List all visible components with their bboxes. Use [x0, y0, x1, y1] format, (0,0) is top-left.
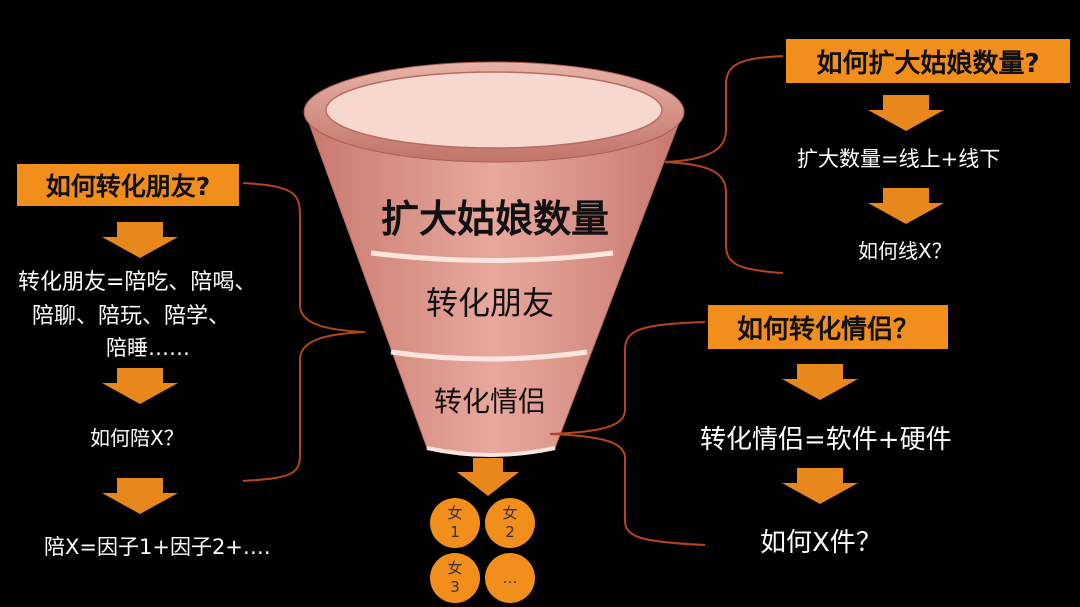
- output-circle-3-top: 女: [447, 559, 463, 577]
- left-branch-step1-line1: 转化朋友=陪吃、陪喝、: [18, 270, 257, 295]
- output-circle-2: 女 2: [485, 498, 535, 548]
- top-right-branch-step1: 扩大数量=线上+线下: [797, 147, 1001, 171]
- funnel-band-2: [390, 349, 588, 362]
- output-circle-1-top: 女: [447, 504, 463, 522]
- output-circle-2-bottom: 2: [505, 523, 515, 541]
- funnel-opening: [325, 71, 663, 149]
- output-circle-3-bottom: 3: [450, 578, 460, 596]
- left-branch-step1-line2: 陪聊、陪玩、陪学、: [32, 304, 231, 329]
- left-branch-step2: 如何陪X？: [90, 426, 184, 450]
- top-right-arrow-1: [868, 95, 944, 131]
- bottom-right-branch-step1: 转化情侣=软件+硬件: [700, 425, 952, 455]
- output-circle-4: …: [485, 553, 535, 603]
- top-right-arrow-2: [868, 188, 944, 224]
- left-bracket: [242, 182, 366, 482]
- bottom-right-branch-step2: 如何X件？: [760, 528, 882, 558]
- left-arrow-3: [102, 478, 178, 514]
- funnel-stage-1-label: 扩大姑娘数量: [380, 196, 609, 241]
- funnel-output-arrow: [457, 458, 519, 496]
- left-arrow-2: [102, 368, 178, 404]
- bottom-right-branch-heading: 如何转化情侣？: [708, 305, 948, 349]
- funnel-stage-2-label: 转化朋友: [425, 284, 554, 322]
- left-branch-heading: 如何转化朋友?: [17, 164, 239, 206]
- output-circle-1: 女 1: [430, 498, 480, 548]
- output-circle-2-top: 女: [502, 504, 518, 522]
- funnel-band-1: [370, 250, 614, 263]
- funnel-stage-3-label: 转化情侣: [433, 385, 546, 418]
- output-circle-4-bottom: …: [502, 568, 518, 587]
- top-right-bracket: [664, 55, 784, 274]
- left-arrow-1: [102, 222, 178, 258]
- funnel-band-3: [426, 446, 556, 457]
- bottom-right-arrow-1: [782, 364, 858, 400]
- bottom-right-bracket: [549, 321, 706, 546]
- left-branch-step1-line3: 陪睡……: [106, 336, 190, 360]
- output-circle-1-bottom: 1: [450, 523, 460, 541]
- left-branch-step3: 陪X=因子1+因子2+….: [44, 535, 271, 559]
- top-right-branch-step2: 如何线X？: [858, 239, 952, 263]
- top-right-branch-heading: 如何扩大姑娘数量?: [786, 39, 1070, 83]
- bottom-right-arrow-2: [782, 468, 858, 504]
- output-circle-3: 女 3: [430, 553, 480, 603]
